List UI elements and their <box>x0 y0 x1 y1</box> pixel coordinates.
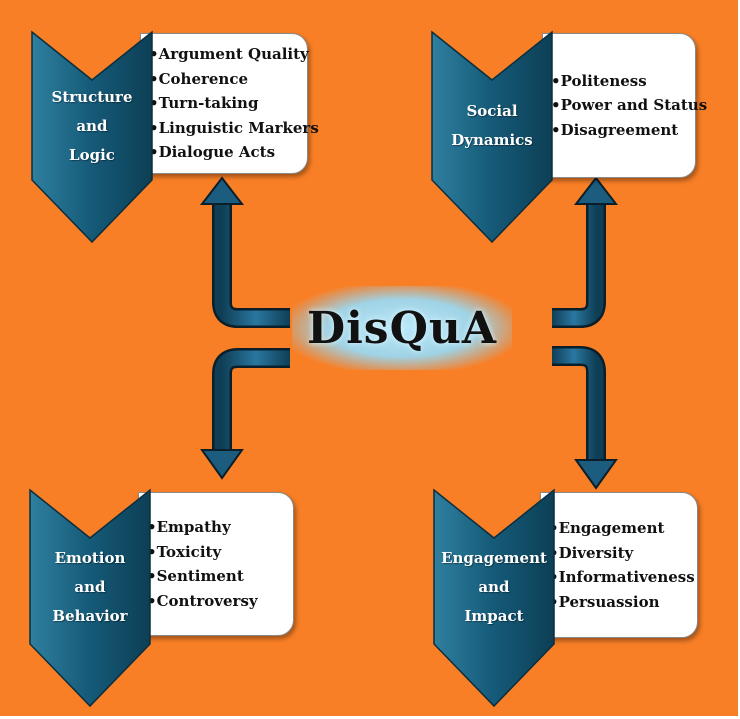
list-item: Toxicity <box>147 540 285 565</box>
emotion-behavior-chevron: Emotion and Behavior <box>28 488 152 708</box>
list-item: Linguistic Markers <box>149 116 319 141</box>
list-item: Dialogue Acts <box>149 140 299 165</box>
structure-logic-chevron: Structure and Logic <box>30 30 154 244</box>
social-items-panel: Politeness Power and Status Disagreement <box>542 33 708 178</box>
chevron-label-line: and <box>76 116 108 135</box>
chevron-label-line: Emotion <box>54 548 126 567</box>
chevron-label-line: Dynamics <box>451 131 533 149</box>
list-item: Persuassion <box>549 590 689 615</box>
list-item: Disagreement <box>551 118 687 143</box>
engagement-impact-chevron: Engagement and Impact <box>432 488 556 708</box>
chevron-label-line: and <box>74 577 106 596</box>
list-item: Diversity <box>549 541 689 566</box>
chevron-label-line: Structure <box>51 87 133 106</box>
chevron-label-line: Logic <box>69 145 115 164</box>
list-item: Power and Status <box>551 93 708 118</box>
arrow-to-emotion <box>200 348 290 480</box>
list-item: Controversy <box>147 589 285 614</box>
social-dynamics-chevron: Social Dynamics <box>430 30 554 244</box>
chevron-label-line: Engagement <box>441 548 547 567</box>
list-item: Sentiment <box>147 564 285 589</box>
emotion-items-panel: Empathy Toxicity Sentiment Controversy <box>138 492 294 636</box>
arrow-to-social <box>552 176 619 328</box>
arrow-to-structure <box>199 176 290 328</box>
list-item: Engagement <box>549 516 689 541</box>
diagram-title: DisQuA <box>292 286 512 370</box>
chevron-label-line: Impact <box>464 606 524 625</box>
arrow-to-engagement <box>552 346 618 490</box>
chevron-label-line: Social <box>466 102 518 120</box>
list-item: Empathy <box>147 515 285 540</box>
list-item: Coherence <box>149 67 299 92</box>
list-item: Politeness <box>551 69 687 94</box>
list-item: Informativeness <box>549 565 695 590</box>
chevron-label-line: and <box>478 577 510 596</box>
list-item: Argument Quality <box>149 42 309 67</box>
list-item: Turn-taking <box>149 91 299 116</box>
engagement-items-panel: Engagement Diversity Informativeness Per… <box>540 492 698 638</box>
structure-items-panel: Argument Quality Coherence Turn-taking L… <box>140 33 319 174</box>
chevron-label-line: Behavior <box>52 606 128 625</box>
